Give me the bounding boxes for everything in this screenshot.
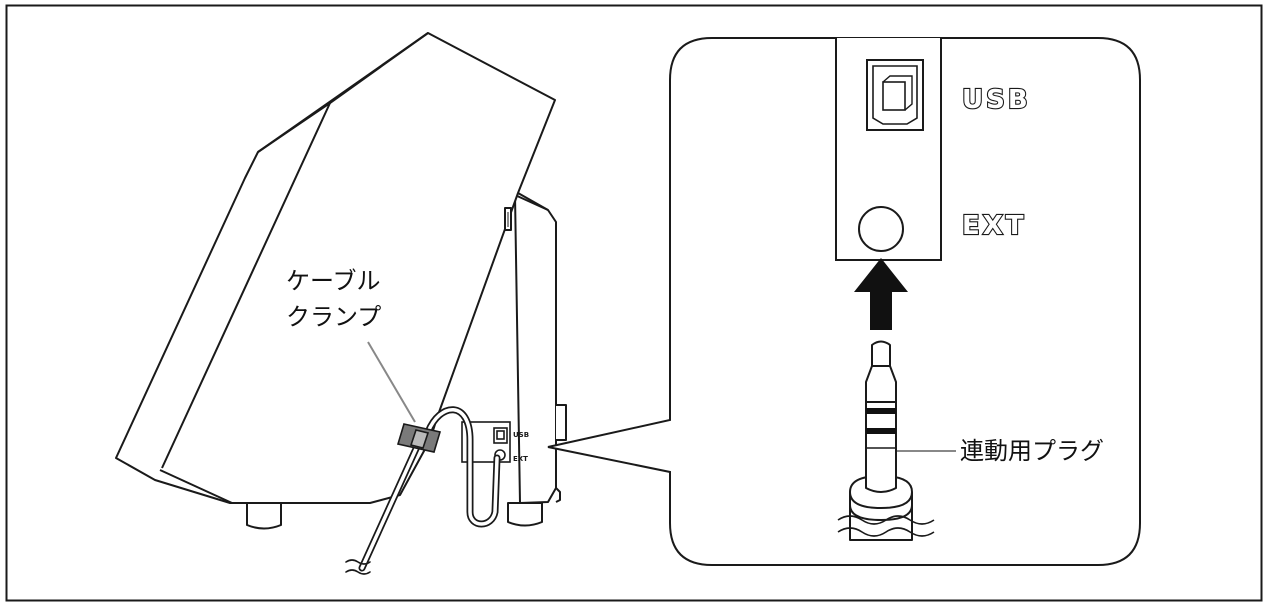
device-main-body (115, 32, 556, 504)
plug-insulator-ring-1 (866, 408, 896, 414)
cable-clamp-label-line2: クランプ (286, 303, 381, 331)
device-bottom-line (159, 469, 233, 504)
usb-port-tongue (882, 81, 906, 111)
plug-cord-wave-2 (837, 527, 935, 537)
device-rear-bump-lower (555, 487, 561, 503)
rear-usb-port-inner (496, 430, 505, 440)
cable-loop-inner (426, 408, 499, 526)
plug-label: 連動用プラグ (960, 437, 1104, 465)
zoom-callout (547, 37, 1141, 566)
cable (345, 406, 501, 575)
usb-port-frame (872, 65, 918, 125)
ext-port (858, 206, 904, 252)
device-foot-left (246, 502, 282, 530)
device-rear-bump (556, 404, 567, 441)
device-foot-right (507, 502, 543, 527)
plug-shaft (865, 401, 897, 493)
device-side-view (115, 32, 567, 530)
audio-plug (849, 340, 913, 541)
plug-tip (865, 340, 897, 403)
insert-arrow (854, 258, 908, 330)
plug-cord-break (837, 515, 935, 537)
cable-clamp-label-line1: ケーブル (286, 267, 381, 295)
device-front-bevel-edge (329, 32, 429, 104)
port-panel (835, 38, 942, 261)
cable-break-mark (345, 559, 371, 565)
cable-clamp-leader (367, 341, 416, 423)
cable-break-mark-2 (345, 569, 371, 575)
rear-usb-mark: USB (513, 431, 529, 439)
callout-bubble (547, 37, 1141, 566)
ext-port-label: EXT (962, 211, 1027, 241)
cable-inner (360, 438, 422, 570)
cable-clamp-highlight (409, 429, 430, 449)
plug-cord-wave-1 (837, 515, 935, 525)
plug-collar-edge (849, 491, 913, 509)
plug-insulator-ring-2 (866, 428, 896, 434)
usb-port-label: USB (962, 85, 1031, 115)
rear-ext-mark: EXT (513, 455, 528, 463)
usb-port-tongue-bevel (882, 75, 913, 111)
device-notch-line (517, 192, 549, 211)
cable-clamp (396, 423, 442, 453)
outer-frame (5, 4, 1263, 602)
